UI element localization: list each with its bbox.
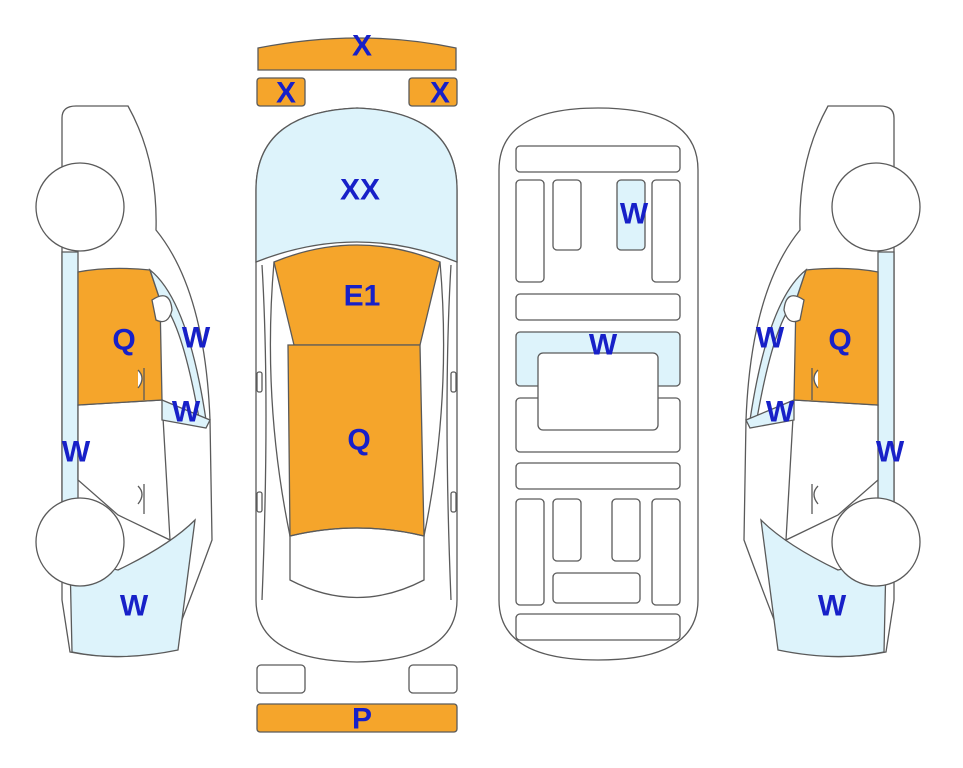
left-b-pillar-panel[interactable] xyxy=(161,399,211,429)
floor-front-seat-label: W xyxy=(620,198,649,231)
left-front-wheel xyxy=(35,162,125,252)
windshield-label: E1 xyxy=(344,280,381,313)
underside-view-car: W W xyxy=(498,107,699,661)
front-bumper-panel[interactable] xyxy=(257,37,457,71)
rear-right-light xyxy=(408,664,458,694)
right-rear-wheel xyxy=(831,497,921,587)
right-a-pillar-label: W xyxy=(756,322,785,355)
front-left-light-label: X xyxy=(276,77,296,110)
front-bumper-label: X xyxy=(352,30,372,63)
left-rear-quarter-label: W xyxy=(120,590,149,623)
left-side-view-car: Q W W W W xyxy=(35,105,213,658)
front-right-light-label: X xyxy=(430,77,450,110)
left-front-door-label: Q xyxy=(112,324,135,357)
floor-front-seat-panel[interactable] xyxy=(616,179,646,251)
left-a-pillar-label: W xyxy=(182,322,211,355)
right-b-pillar-label: W xyxy=(766,396,795,429)
left-rocker-label: W xyxy=(62,436,91,469)
right-rear-quarter-label: W xyxy=(818,590,847,623)
rear-bumper-panel[interactable] xyxy=(256,703,458,733)
left-front-door-panel[interactable] xyxy=(77,267,163,406)
floor-middle-label: W xyxy=(589,329,618,362)
right-side-view-car: Q W W W W xyxy=(743,105,921,658)
front-left-light-panel[interactable] xyxy=(256,77,306,107)
hood-label: XX xyxy=(340,174,380,207)
rear-bumper-label: P xyxy=(352,703,372,736)
left-b-pillar-label: W xyxy=(172,396,201,429)
right-rear-quarter-panel[interactable] xyxy=(760,518,887,658)
left-rear-quarter-panel[interactable] xyxy=(69,518,196,658)
left-rear-wheel xyxy=(35,497,125,587)
rear-left-light xyxy=(256,664,306,694)
right-rocker-label: W xyxy=(876,436,905,469)
right-b-pillar-panel[interactable] xyxy=(745,399,795,429)
hood-panel[interactable] xyxy=(255,107,458,263)
right-front-door-label: Q xyxy=(828,324,851,357)
right-front-wheel xyxy=(831,162,921,252)
top-view-car: X X X XX E1 Q P xyxy=(255,30,458,736)
windshield-panel[interactable] xyxy=(273,244,441,346)
front-right-light-panel[interactable] xyxy=(408,77,458,107)
right-front-door-panel[interactable] xyxy=(793,267,879,406)
roof-label: Q xyxy=(347,424,370,457)
